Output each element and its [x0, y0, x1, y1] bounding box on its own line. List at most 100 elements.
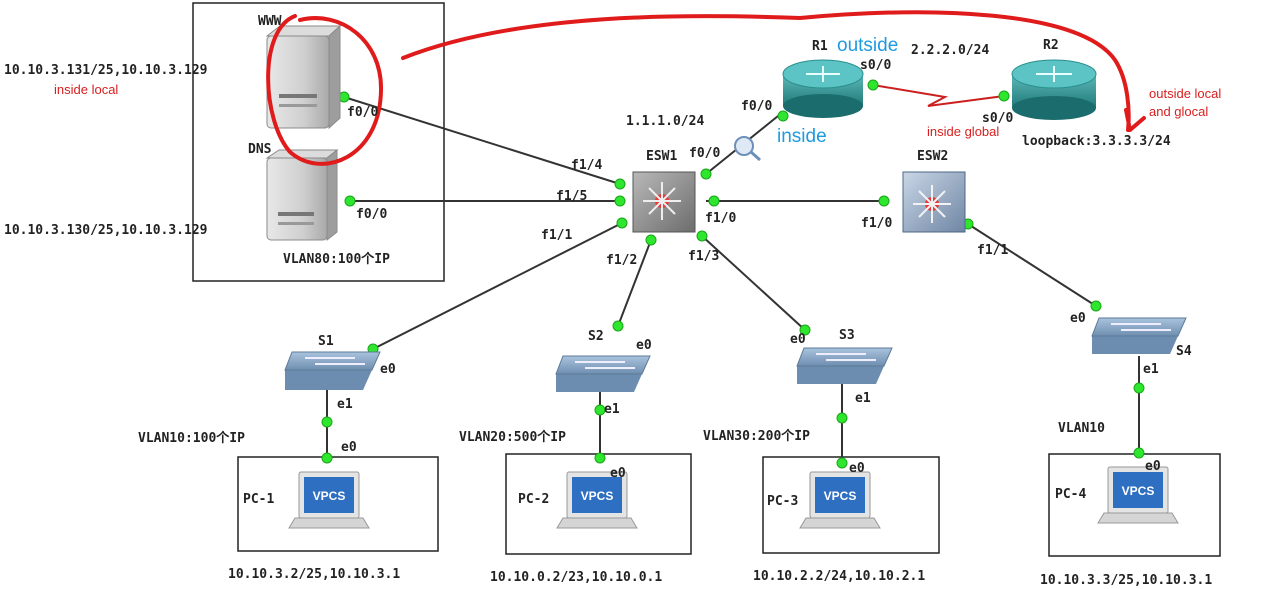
- esw1-switch-icon[interactable]: [632, 171, 696, 233]
- esw2-switch-icon[interactable]: [902, 171, 966, 233]
- pc3-screen-text: VPCS: [824, 489, 857, 503]
- port-dot: [321, 452, 333, 464]
- port-dot: [321, 416, 333, 428]
- outside-annotation: outside: [837, 35, 898, 56]
- esw1-port-f1-3: f1/3: [688, 249, 719, 264]
- s3-switch-icon[interactable]: [796, 347, 893, 384]
- esw1-port-f1-4: f1/4: [571, 158, 602, 173]
- port-dot: [594, 452, 606, 464]
- s3-port-e0: e0: [790, 332, 806, 347]
- pc1-ip-label: 10.10.3.2/25,10.10.3.1: [228, 567, 400, 582]
- r2-loopback-label: loopback:3.3.3.3/24: [1022, 134, 1171, 149]
- port-dot: [1133, 382, 1145, 394]
- s2-name-label: S2: [588, 329, 604, 344]
- esw1-port-f1-0: f1/0: [705, 211, 736, 226]
- r1-port-s0-0: s0/0: [860, 58, 891, 73]
- pc2-screen-text: VPCS: [581, 489, 614, 503]
- pc4-screen-text: VPCS: [1122, 484, 1155, 498]
- pc4-port-e0: e0: [1145, 459, 1161, 474]
- link-esw1-s2: [617, 239, 652, 327]
- outside-local-annotation-line2: and glocal: [1149, 104, 1208, 119]
- pc2-port-e0: e0: [610, 466, 626, 481]
- s4-port-e0: e0: [1070, 311, 1086, 326]
- s1-switch-icon[interactable]: [284, 351, 381, 390]
- s1-port-e1: e1: [337, 397, 353, 412]
- port-dot: [614, 178, 626, 190]
- pc4-computer-icon[interactable]: VPCS: [1097, 466, 1179, 524]
- s1-name-label: S1: [318, 334, 334, 349]
- s3-name-label: S3: [839, 328, 855, 343]
- dns-ip-label: 10.10.3.130/25,10.10.3.129: [4, 223, 208, 238]
- port-dot: [1133, 447, 1145, 459]
- server-group-box: [192, 2, 445, 282]
- port-dot: [696, 230, 708, 242]
- r2-name-label: R2: [1043, 38, 1059, 53]
- port-dot: [708, 195, 720, 207]
- port-dot: [836, 412, 848, 424]
- pc1-vlan-label: VLAN10:100个IP: [138, 430, 245, 446]
- dns-server-icon[interactable]: [265, 148, 339, 242]
- r2-port-s0-0: s0/0: [982, 111, 1013, 126]
- link-esw1-s3: [701, 235, 806, 331]
- dns-port-label: f0/0: [356, 207, 387, 222]
- www-server-icon[interactable]: [265, 24, 342, 130]
- port-dot: [867, 79, 879, 91]
- port-dot: [594, 404, 606, 416]
- pc2-ip-label: 10.10.0.2/23,10.10.0.1: [490, 570, 662, 585]
- r1-name-label: R1: [812, 39, 828, 54]
- pc1-name-label: PC-1: [243, 492, 274, 507]
- inside-annotation: inside: [777, 126, 827, 147]
- pc3-computer-icon[interactable]: VPCS: [799, 471, 881, 529]
- pc4-ip-label: 10.10.3.3/25,10.10.3.1: [1040, 573, 1212, 588]
- esw2-port-f1-0: f1/0: [861, 216, 892, 231]
- www-name-label: WWW: [258, 14, 282, 29]
- port-dot: [836, 457, 848, 469]
- pc1-port-e0: e0: [341, 440, 357, 455]
- esw1-port-f1-2: f1/2: [606, 253, 637, 268]
- port-dot: [612, 320, 624, 332]
- net-r1-r2-label: 2.2.2.0/24: [911, 43, 989, 58]
- port-dot: [998, 90, 1010, 102]
- pc4-name-label: PC-4: [1055, 487, 1086, 502]
- esw2-name-label: ESW2: [917, 149, 948, 164]
- esw1-port-f1-1: f1/1: [541, 228, 572, 243]
- packet-capture-magnifier-icon[interactable]: [734, 136, 761, 162]
- port-dot: [344, 195, 356, 207]
- port-dot: [614, 195, 626, 207]
- inside-local-annotation: inside local: [54, 82, 118, 97]
- annotation-arrowhead-icon: [1124, 108, 1146, 132]
- esw2-port-f1-1: f1/1: [977, 243, 1008, 258]
- pc3-name-label: PC-3: [767, 494, 798, 509]
- r1-router-icon[interactable]: [782, 59, 864, 118]
- r1-port-f0-0: f0/0: [741, 99, 772, 114]
- link-www-esw1: [343, 96, 621, 185]
- pc3-ip-label: 10.10.2.2/24,10.10.2.1: [753, 569, 925, 584]
- s4-switch-icon[interactable]: [1091, 317, 1187, 354]
- annotation-arrow-curve: [401, 10, 1131, 132]
- esw1-port-f1-5: f1/5: [556, 189, 587, 204]
- www-ip-label: 10.10.3.131/25,10.10.3.129: [4, 63, 208, 78]
- s4-port-e1: e1: [1143, 362, 1159, 377]
- pc2-computer-icon[interactable]: VPCS: [556, 471, 638, 529]
- esw1-name-label: ESW1: [646, 149, 677, 164]
- link-esw1-s1: [372, 222, 623, 350]
- esw1-port-f0-0: f0/0: [689, 146, 720, 161]
- port-dot: [1090, 300, 1102, 312]
- pc3-port-e0: e0: [849, 461, 865, 476]
- s2-port-e0: e0: [636, 338, 652, 353]
- port-dot: [616, 217, 628, 229]
- inside-global-annotation: inside global: [927, 124, 999, 139]
- www-port-label: f0/0: [347, 105, 378, 120]
- pc2-vlan-label: VLAN20:500个IP: [459, 429, 566, 445]
- server-vlan-label: VLAN80:100个IP: [283, 251, 390, 267]
- s2-switch-icon[interactable]: [555, 355, 651, 392]
- s2-port-e1: e1: [604, 402, 620, 417]
- pc1-box: [237, 456, 439, 552]
- annotation-circle-www: [266, 14, 384, 166]
- pc3-box: [762, 456, 940, 554]
- r2-router-icon[interactable]: [1011, 59, 1097, 120]
- link-esw2-s4: [967, 223, 1097, 307]
- s4-name-label: S4: [1176, 344, 1192, 359]
- pc1-computer-icon[interactable]: VPCS: [288, 471, 370, 529]
